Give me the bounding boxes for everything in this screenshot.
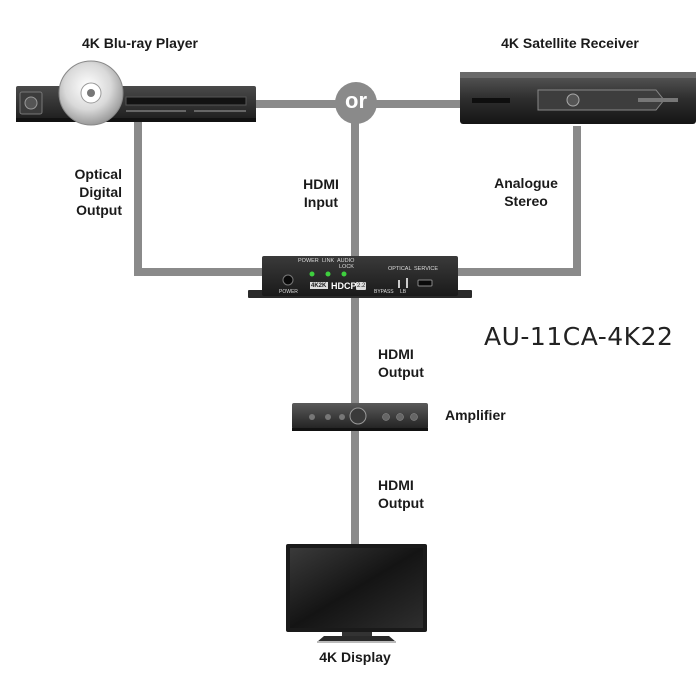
panel-link-led-label: LINK (322, 258, 335, 264)
line-optical-output (134, 118, 262, 276)
hdmi-input-label: HDMI Input (303, 176, 339, 210)
display-label: 4K Display (319, 649, 391, 665)
or-text: or (345, 88, 367, 113)
bluray-player-icon (16, 60, 256, 126)
satellite-receiver-icon (460, 72, 696, 124)
panel-bypass-label: BYPASS (374, 289, 394, 295)
satellite-label: 4K Satellite Receiver (501, 35, 639, 51)
hdmi-output-label-2: HDMI Output (378, 477, 424, 511)
line-analogue-stereo (457, 126, 581, 276)
amplifier-icon (292, 403, 428, 431)
panel-optical-label: OPTICAL (388, 266, 412, 272)
panel-4k-logo: 4K2K (311, 283, 327, 289)
or-badge (335, 82, 377, 124)
display-icon (286, 544, 427, 643)
converter-unit-icon (248, 256, 472, 298)
amplifier-label: Amplifier (445, 407, 506, 423)
panel-hdcp-logo: HDCP (331, 281, 357, 291)
model-name: AU-11CA-4K22 (484, 322, 674, 351)
panel-power-led-label: POWER (298, 258, 319, 264)
hdmi-output-label-1: HDMI Output (378, 346, 424, 380)
panel-hdcp-version: 2.2 (356, 282, 367, 290)
analogue-stereo-label: Analogue Stereo (494, 175, 558, 209)
panel-lock-led-label: LOCK (339, 264, 354, 270)
panel-audio-led-label: AUDIO (337, 258, 355, 264)
panel-power-jack-label: POWER (279, 289, 298, 295)
bluray-label: 4K Blu-ray Player (82, 35, 198, 51)
panel-lb-label: LB (400, 289, 407, 295)
panel-service-label: SERVICE (414, 266, 439, 272)
optical-output-label: Optical Digital Output (74, 166, 122, 218)
